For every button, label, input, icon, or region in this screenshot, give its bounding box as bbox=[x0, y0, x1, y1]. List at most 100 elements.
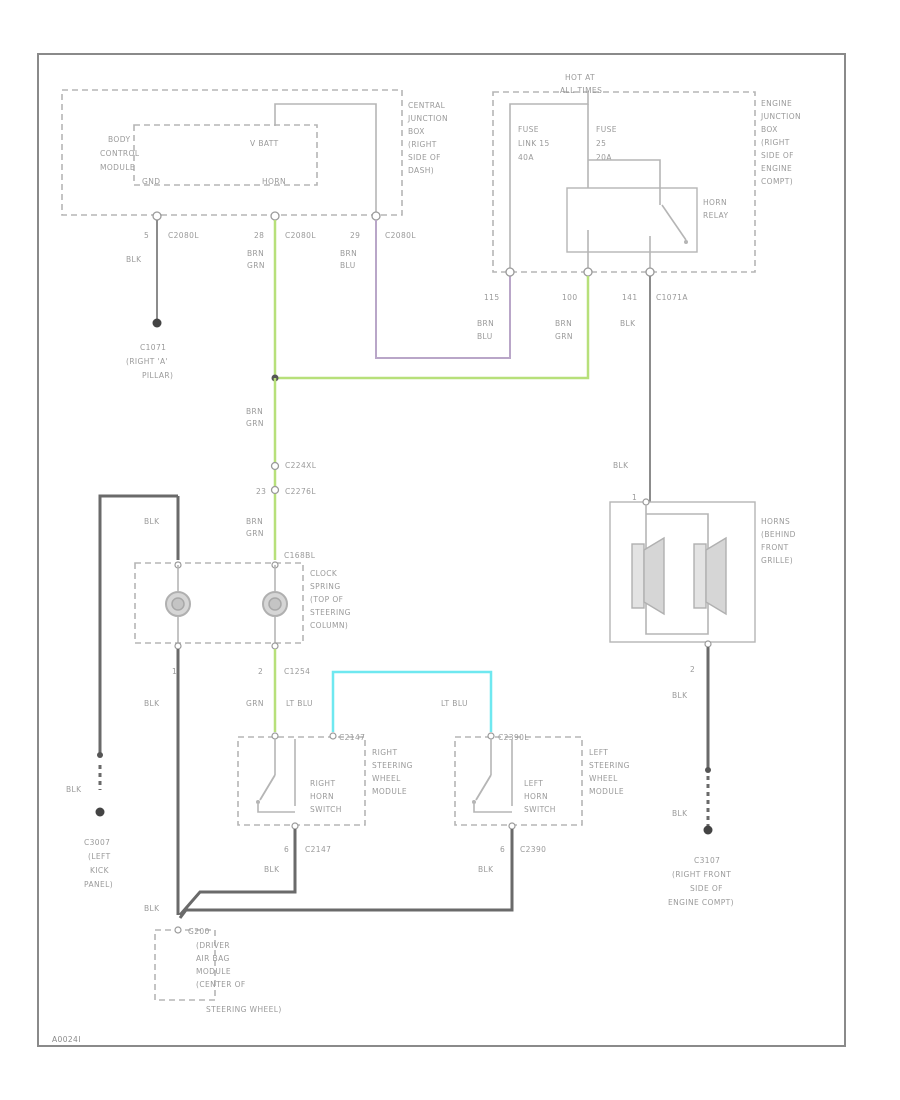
splice-conn-b: C2276L bbox=[285, 487, 316, 496]
connector-pin-141 bbox=[645, 267, 655, 277]
splice-conn-a: C224XL bbox=[285, 461, 317, 470]
wire-blk-horn-gnd-1: BLK bbox=[672, 691, 688, 700]
wire-blk-left-run bbox=[98, 494, 178, 755]
wire-brn-grn-bcm-1: BRN bbox=[247, 249, 264, 258]
bcm-label-3: MODULE bbox=[100, 163, 135, 172]
splice-pin: 23 bbox=[256, 487, 266, 496]
engine-box-5: SIDE OF bbox=[761, 151, 794, 160]
right-switch-3: SWITCH bbox=[310, 805, 342, 814]
connector-pin-100 bbox=[583, 267, 593, 277]
ground-c1071-icon bbox=[152, 318, 162, 328]
horn-speaker-left-icon bbox=[631, 536, 665, 616]
connector-pin-5 bbox=[152, 211, 162, 221]
engine-box-6: ENGINE bbox=[761, 164, 792, 173]
wire-brn-grn-trunk-1: BRN bbox=[246, 407, 263, 416]
wire-blk-right-switch-label: BLK bbox=[264, 865, 280, 874]
wire-brn-grn-cs-1: BRN bbox=[246, 517, 263, 526]
ground-right-2: (RIGHT FRONT bbox=[672, 870, 731, 879]
ground-c3007-icon bbox=[95, 807, 105, 817]
central-box-label-3: BOX bbox=[408, 127, 425, 136]
ground-c3107-icon bbox=[703, 825, 713, 835]
wire-blk-left: BLK bbox=[66, 785, 82, 794]
wire-brn-grn-trunk-2: GRN bbox=[246, 419, 264, 428]
horns: HORNS (BEHIND FRONT GRILLE) bbox=[609, 498, 796, 648]
wire-blk-left-switch-label: BLK bbox=[478, 865, 494, 874]
ground-left-3: KICK bbox=[90, 866, 110, 875]
wire-grn-label: GRN bbox=[246, 699, 264, 708]
horn-relay-2: RELAY bbox=[703, 211, 728, 220]
connector-c224xl bbox=[270, 461, 280, 471]
left-switch-2: HORN bbox=[524, 792, 548, 801]
clock-spring-5: COLUMN) bbox=[310, 621, 348, 630]
airbag-1: (DRIVER bbox=[196, 941, 230, 950]
horn-speaker-right-icon bbox=[693, 536, 727, 616]
ground-right-1: C3107 bbox=[694, 856, 720, 865]
left-switch-conn-top: C2390L bbox=[498, 733, 529, 742]
right-ground-splice bbox=[705, 767, 711, 773]
horns-1: HORNS bbox=[761, 517, 790, 526]
ground-c1071-1: C1071 bbox=[140, 343, 166, 352]
left-module-2: STEERING bbox=[589, 761, 630, 770]
engine-box-4: (RIGHT bbox=[761, 138, 790, 147]
wire-blk-g200: BLK bbox=[144, 904, 160, 913]
clock-spring-conn: C168BL bbox=[284, 551, 316, 560]
right-steering-wheel-module: C2147 RIGHT HORN SWITCH RIGHT STEERING W… bbox=[237, 732, 413, 830]
fuse1-3: 40A bbox=[518, 153, 534, 162]
left-module-3: WHEEL bbox=[589, 774, 618, 783]
engine-junction-box: HOT AT ALL TIMES FUSE LINK 15 40A FUSE 2… bbox=[492, 73, 801, 273]
central-box-label-2: JUNCTION bbox=[407, 114, 448, 123]
airbag-5: STEERING WHEEL) bbox=[206, 1005, 282, 1014]
bcm-vbatt: V BATT bbox=[250, 139, 279, 148]
wire-blk-cs-left: BLK bbox=[144, 517, 160, 526]
ground-c1071-3: PILLAR) bbox=[142, 371, 173, 380]
ground-c1071-2: (RIGHT 'A' bbox=[126, 357, 168, 366]
clock-spring-pin-left: 1 bbox=[172, 667, 177, 676]
wire-brn-blu bbox=[375, 220, 511, 359]
left-ground-splice bbox=[97, 752, 103, 758]
wire-blk-eng: BLK bbox=[620, 319, 636, 328]
connector-pin-28 bbox=[270, 211, 280, 221]
left-switch-3: SWITCH bbox=[524, 805, 556, 814]
horns-4: GRILLE) bbox=[761, 556, 793, 565]
airbag-3: MODULE bbox=[196, 967, 231, 976]
horns-2: (BEHIND bbox=[761, 530, 796, 539]
engine-pin-115: 115 bbox=[484, 293, 500, 302]
horns-pin-top: 1 bbox=[632, 493, 637, 502]
right-switch-conn-top: C2147 bbox=[339, 733, 365, 742]
bcm-gnd-pin: GND bbox=[142, 177, 160, 186]
engine-box-7: COMPT) bbox=[761, 177, 793, 186]
clock-spring-conn-bottom: C1254 bbox=[284, 667, 310, 676]
engine-box-1: ENGINE bbox=[761, 99, 792, 108]
bcm-conn-2: C2080L bbox=[285, 231, 316, 240]
wire-brn-blu-1: BRN bbox=[340, 249, 357, 258]
airbag-conn: G200 bbox=[188, 927, 210, 936]
left-horn-switch-icon bbox=[472, 800, 476, 804]
ground-left-2: (LEFT bbox=[88, 852, 111, 861]
clock-spring-pin-right: 2 bbox=[258, 667, 263, 676]
wire-brn-grn-eng-2: GRN bbox=[555, 332, 573, 341]
connector-c2276l bbox=[270, 485, 280, 495]
wire-blk-right-switch bbox=[178, 829, 297, 916]
wire-brn-grn-bcm-2: GRN bbox=[247, 261, 265, 270]
wire-blk-cs-bottom: BLK bbox=[144, 699, 160, 708]
wire-brn-blu-eng-2: BLU bbox=[477, 332, 493, 341]
airbag-2: AIR BAG bbox=[196, 954, 230, 963]
left-module-1: LEFT bbox=[589, 748, 608, 757]
wire-lt-blu bbox=[331, 670, 493, 732]
wire-blk-left-switch bbox=[178, 829, 514, 919]
bcm-conn-1: C2080L bbox=[168, 231, 199, 240]
wire-blk-horn: BLK bbox=[613, 461, 629, 470]
footer-code: A0024I bbox=[52, 1035, 81, 1044]
wire-brn-grn-cs-2: GRN bbox=[246, 529, 264, 538]
central-box-label-4: (RIGHT bbox=[408, 140, 437, 149]
right-module-2: STEERING bbox=[372, 761, 413, 770]
engine-pin-100: 100 bbox=[562, 293, 578, 302]
wire-blk-horn-gnd-2: BLK bbox=[672, 809, 688, 818]
wire-lt-blu-2: LT BLU bbox=[441, 699, 468, 708]
wire-brn-blu-eng-1: BRN bbox=[477, 319, 494, 328]
bcm-horn-pin: HORN bbox=[262, 177, 286, 186]
right-switch-2: HORN bbox=[310, 792, 334, 801]
bcm-pin-28: 28 bbox=[254, 231, 264, 240]
diagram-frame bbox=[37, 53, 846, 1047]
